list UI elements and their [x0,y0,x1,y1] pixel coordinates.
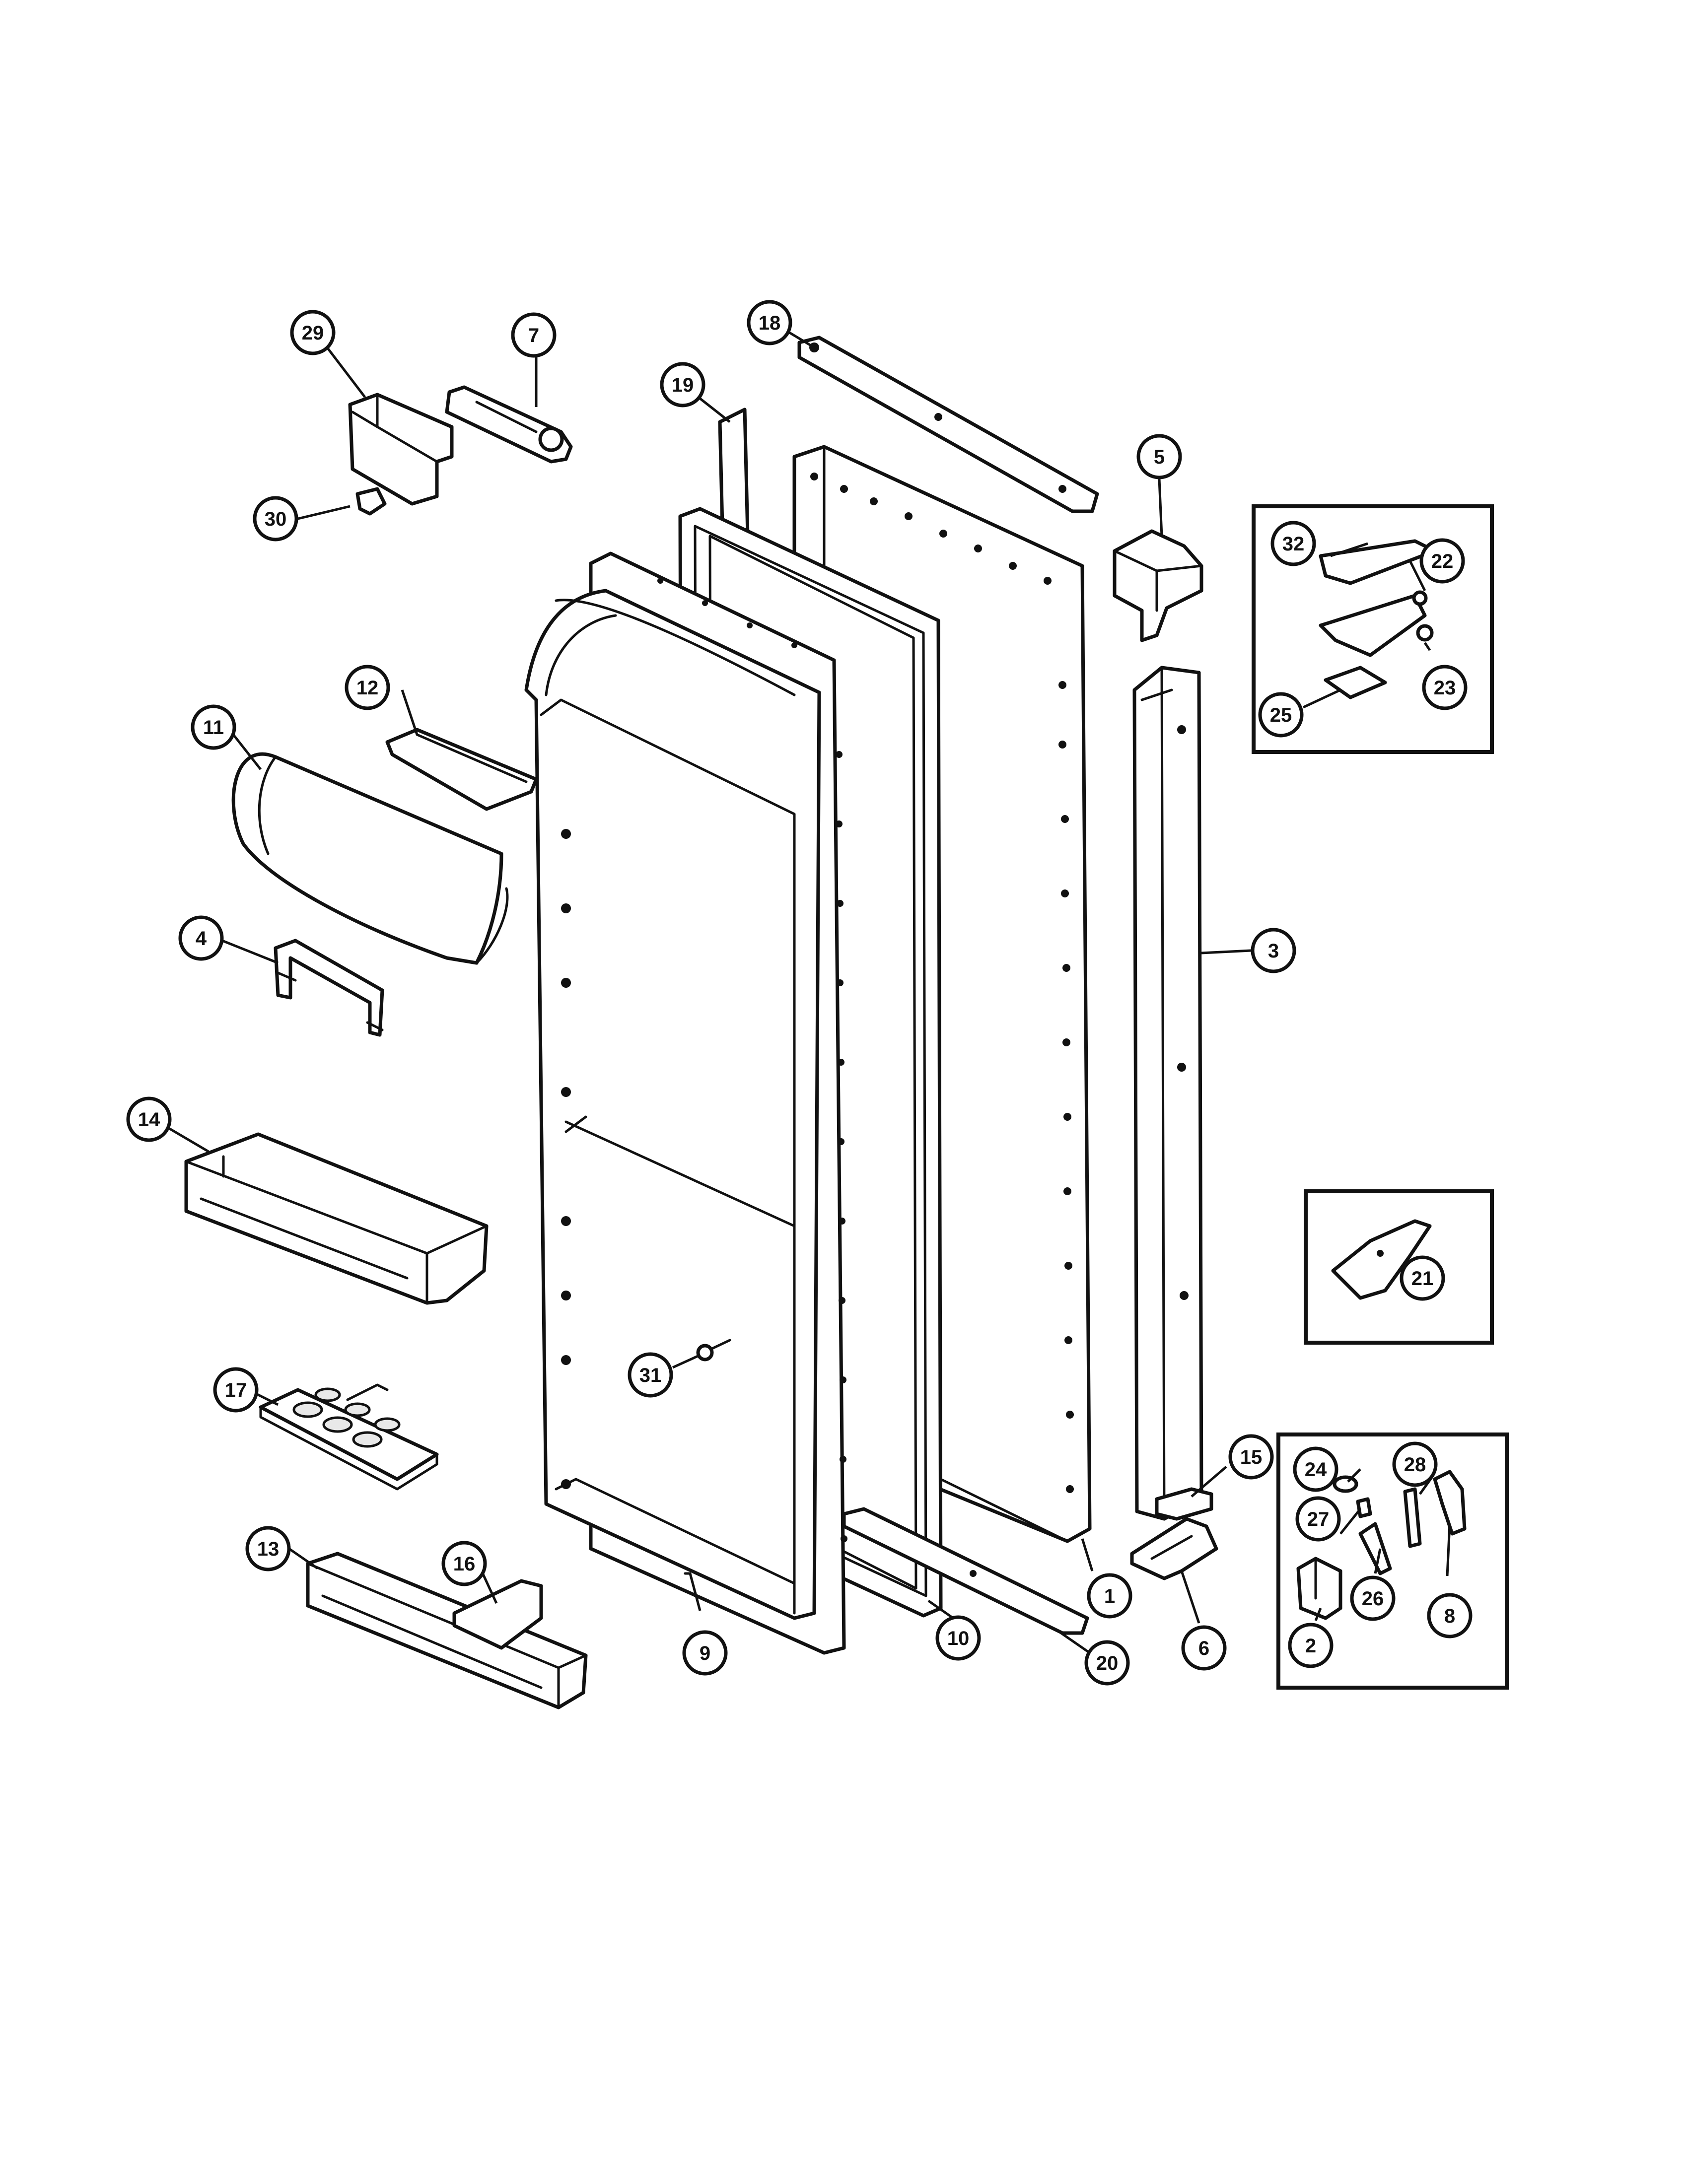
part-11-dispenser-cover [231,752,509,965]
callout-11: 11 [191,704,236,750]
part-32-hinge-cap [1319,539,1437,585]
part-16-divider [452,1579,543,1650]
svg-text:10: 10 [947,1628,970,1649]
inset-box-hinge-bottom [1276,1433,1509,1690]
svg-text:23: 23 [1434,677,1456,699]
svg-text:18: 18 [759,312,781,334]
part-22-hinge-plate [1319,590,1428,657]
part-14-door-bin [184,1132,489,1305]
svg-text:6: 6 [1198,1638,1209,1659]
leader-lines [165,331,1451,1654]
part-9-inner-liner [524,551,847,1655]
svg-text:15: 15 [1240,1446,1263,1468]
part-15-shim [1155,1487,1213,1521]
callout-31: 31 [628,1352,673,1398]
part-17-egg-tray [259,1383,439,1491]
callout-3: 3 [1251,928,1296,973]
svg-text:31: 31 [639,1365,662,1386]
inset-box-hinge-top [1252,504,1494,754]
svg-text:4: 4 [196,928,207,950]
callout-21: 21 [1400,1255,1445,1301]
callout-30: 30 [253,496,298,542]
part-12-drip-tray [385,728,538,811]
callout-19: 19 [660,362,705,408]
svg-text:21: 21 [1411,1268,1434,1290]
part-13-bottom-bin [306,1552,588,1709]
callout-13: 13 [245,1526,291,1571]
part-8-hinge-arm [1433,1470,1467,1536]
callout-23: 23 [1422,665,1468,710]
callout-4: 4 [178,915,224,961]
svg-text:11: 11 [203,717,224,739]
svg-text:26: 26 [1362,1588,1384,1610]
svg-text:30: 30 [265,508,287,530]
part-28-bracket [1403,1487,1422,1548]
door-panel-holes [810,473,1074,1493]
part-2-hinge-pin-block [1296,1557,1342,1620]
callout-32: 32 [1270,521,1316,566]
svg-text:1: 1 [1104,1585,1115,1607]
callout-20: 20 [1084,1640,1130,1686]
svg-text:16: 16 [453,1553,476,1575]
callout-9: 9 [682,1630,728,1676]
svg-text:14: 14 [138,1109,160,1131]
svg-text:3: 3 [1268,940,1279,962]
part-29-bracket [348,393,454,506]
part-5-hinge-cover [1113,529,1203,642]
part-23-washer [1416,624,1434,642]
part-26-pin [1358,1522,1392,1575]
svg-text:12: 12 [356,677,379,699]
svg-text:17: 17 [225,1379,247,1401]
callout-27: 27 [1295,1496,1341,1542]
callout-1: 1 [1087,1573,1132,1619]
svg-text:7: 7 [528,325,539,346]
part-20-bottom-channel [842,1507,1089,1635]
callout-22: 22 [1419,538,1465,584]
svg-text:8: 8 [1444,1605,1455,1627]
inset-box-21 [1304,1189,1494,1345]
part-31-screw [696,1339,731,1362]
callout-6: 6 [1181,1625,1227,1671]
svg-text:25: 25 [1270,704,1292,726]
svg-text:2: 2 [1305,1635,1316,1657]
svg-text:27: 27 [1307,1508,1330,1530]
part-24-washer [1333,1475,1358,1493]
svg-text:20: 20 [1096,1652,1119,1674]
callout-17: 17 [213,1367,259,1413]
part-4-handle [274,939,384,1037]
part-21-hinge-shim [1331,1219,1432,1300]
svg-text:28: 28 [1404,1454,1426,1476]
svg-text:22: 22 [1431,550,1454,572]
callout-28: 28 [1392,1441,1438,1487]
callout-15: 15 [1228,1434,1274,1480]
callout-7: 7 [511,312,557,358]
svg-text:13: 13 [257,1538,280,1560]
callout-25: 25 [1258,692,1304,738]
part-6-bottom-hinge [1130,1517,1218,1580]
part-7-hinge [445,385,573,464]
callout-16: 16 [441,1541,487,1586]
callout-29: 29 [290,310,336,355]
part-3-side-trim [1132,666,1203,1521]
svg-text:24: 24 [1305,1459,1327,1481]
part-30-clip [355,487,387,516]
callout-5: 5 [1136,434,1182,479]
svg-text:32: 32 [1282,533,1305,555]
callout-18: 18 [747,300,792,345]
callout-14: 14 [126,1096,172,1142]
svg-text:19: 19 [672,374,694,396]
callout-24: 24 [1293,1446,1338,1492]
liner-holes [561,578,847,1542]
svg-text:29: 29 [302,322,324,344]
callout-10: 10 [935,1615,981,1661]
svg-text:5: 5 [1154,446,1165,468]
part-27-bushing [1356,1497,1372,1518]
callout-12: 12 [345,665,390,710]
callout-8: 8 [1427,1593,1473,1638]
callout-26: 26 [1350,1575,1396,1621]
svg-text:9: 9 [700,1642,710,1664]
callout-2: 2 [1288,1623,1334,1668]
